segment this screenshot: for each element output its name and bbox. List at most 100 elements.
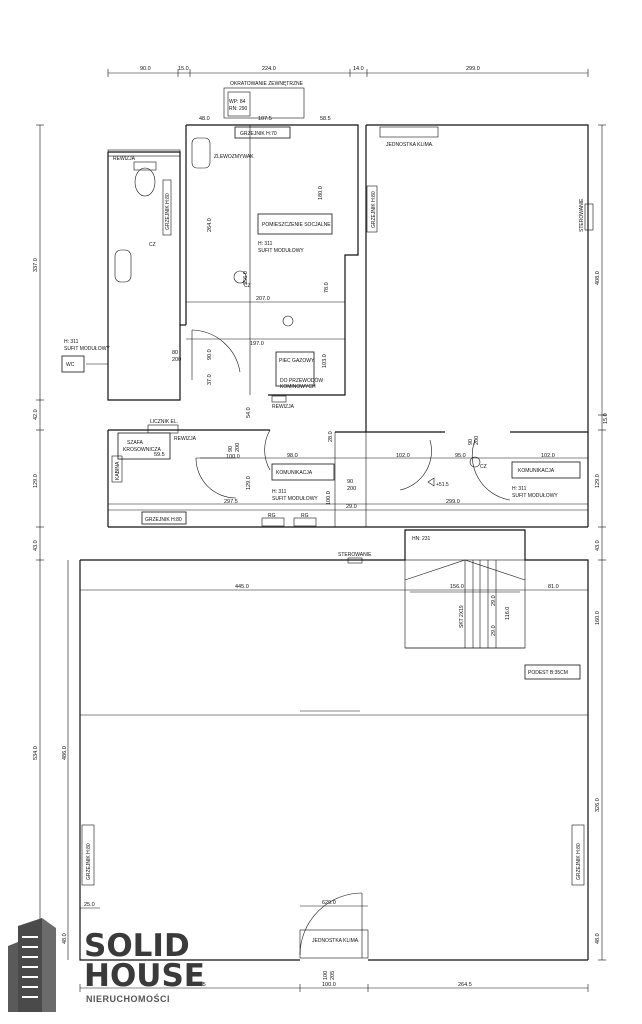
dim-right-3: 129.0 [595,474,601,488]
dim-28: 28.0 [328,431,334,442]
grzejnik-h80-corr-label: GRZEJNIK H:80 [145,517,182,523]
hn-label: HN: 231 [412,536,431,542]
dim-29: 29.0 [346,504,357,510]
logo-subtitle: NIERUCHOMOŚCI [86,994,171,1004]
dim-left-1: 337.0 [33,258,39,272]
upper-walls [107,124,589,528]
h311-b-label: H: 311 [272,489,287,495]
sufit-wc-label: SUFIT MODUŁOWY [64,346,110,352]
rewizja-szafa-label: REWIZJA [174,436,197,442]
stairs-label: SKT 2X19 [459,605,465,628]
kabina-label: KABINA [115,461,121,480]
dim-129: 129.0 [246,476,252,490]
dim-left-4: 43.0 [33,540,39,551]
h311-a-label: H: 311 [258,241,273,247]
dim-205: 205 [330,971,336,980]
rewizja-piec-label: REWIZJA [272,404,295,410]
dim-58-5: 58.5 [320,116,331,122]
okratowanie-label: OKRATOWANIE ZEWNĘTRZNE [230,81,304,87]
rg-a-label: RG [268,513,276,519]
dim-200-x: 200 [474,436,480,445]
dim-right-1: 408.0 [595,271,601,285]
level-label: +51.5 [436,482,449,488]
right-dimension-line: 408.0 15.0 129.0 43.0 160.0 326.0 48.0 [595,124,609,961]
dim-right-5: 160.0 [595,611,601,625]
corridor: LICZNIK EL. SZAFA KROSOWNICZA REWIZJA KA… [108,419,588,527]
logo-word-house: HOUSE [84,958,205,994]
upper-room-labels: JEDNOSTKA KLIMA. REWIZJA ZLEWOZMYWAK GRZ… [61,126,594,418]
dim-top-4: 14.0 [353,66,364,72]
dim-107-5: 107.5 [258,116,272,122]
wp-label: WP: 84 [229,99,246,105]
rn-label: RN: 290 [229,106,248,112]
dim-102a: 102.0 [396,453,410,459]
okratowanie-area: OKRATOWANIE ZEWNĘTRZNE WP: 84 RN: 290 GR… [199,81,331,139]
dim-116: 116.0 [505,607,511,620]
dim-102b: 102.0 [541,453,555,459]
sufit-c-label: SUFIT MODUŁOWY [512,493,558,499]
grzejnik-h80-hall-r-label: GRZEJNIK H:80 [576,843,582,880]
dim-left-2: 42.0 [33,409,39,420]
dim-299: 299.0 [446,499,460,505]
krosownicza-label: KROSOWNICZA [123,447,161,453]
podest-label: PODEST B:35CM [528,670,568,676]
cz-b-label: CZ [244,283,251,289]
komunikacja-a-label: KOMUNIKACJA [276,470,313,476]
dim-25: 25.0 [84,902,95,908]
dim-90: 90.0 [207,349,213,360]
zlewozmywak-label: ZLEWOZMYWAK [214,154,254,160]
dim-629: 629.0 [322,900,336,906]
dim-197: 197.0 [250,341,264,347]
dim-100: 100.0 [226,454,240,460]
dim-59-5: 59.5 [154,452,165,458]
dim-left-6: 486.0 [62,746,68,760]
dim-29c: 29.0 [491,625,497,636]
dim-54: 54.0 [246,407,252,418]
dim-297-5: 297.5 [224,499,238,505]
grzejnik-h70-label: GRZEJNIK H:70 [240,131,277,137]
dim-bottom-3: 264.5 [458,982,472,988]
sterowanie-hall-label: STEROWANIE [338,552,372,558]
dim-100b: 100.0 [326,491,332,505]
dim-207: 207.0 [256,296,270,302]
dim-81: 81.0 [548,584,559,590]
jednostka-klima-top-label: JEDNOSTKA KLIMA. [386,142,434,148]
licznik-el-label: LICZNIK EL. [150,419,178,425]
dim-78: 78.0 [324,282,330,293]
dim-left-7: 48.0 [62,933,68,944]
dim-29b: 29.0 [491,595,497,606]
do-przewodow-label: DO PRZEWODÓW [280,377,323,384]
dim-right-7: 48.0 [595,933,601,944]
szafa-label: SZAFA [127,440,144,446]
dim-100c: 100 [323,971,329,980]
dim-95: 95.0 [455,453,466,459]
dim-top-1: 90.0 [140,66,151,72]
dim-right-2: 15.0 [603,413,609,424]
dim-264: 264.0 [207,218,213,232]
dim-48: 48.0 [199,116,210,122]
cz-c-label: CZ [480,464,487,470]
sufit-a-label: SUFIT MODUŁOWY [258,248,304,254]
dim-200c: 200 [347,486,356,492]
dim-left-5: 534.0 [33,746,39,760]
dim-37: 37.0 [207,374,213,385]
dim-right-4: 43.0 [595,540,601,551]
dim-top-5: 299.0 [466,66,480,72]
grzejnik-h80-hall-l-label: GRZEJNIK H:80 [86,843,92,880]
bottom-dimension-line: 64.5 100.0 264.5 [79,982,589,992]
dim-90c: 90 [347,479,353,485]
dim-103: 103.0 [322,354,328,368]
dim-top-2: 15.0 [178,66,189,72]
top-dimension-line: 90.0 15.0 224.0 14.0 299.0 [107,66,589,77]
dim-left-3: 129.0 [33,474,39,488]
dim-bottom-2: 100.0 [322,982,336,988]
grzejnik-h80-right-label: GRZEJNIK H:80 [371,191,377,228]
dim-right-6: 326.0 [595,798,601,812]
left-dimension-line: 337.0 42.0 129.0 43.0 534.0 486.0 48.0 [33,124,69,961]
dim-bottom-1: 64.5 [195,982,206,988]
grzejnik-h80-wc-label: GRZEJNIK H:80 [165,193,171,230]
jednostka-klima-bottom-label: JEDNOSTKA KLIMA. [312,938,360,944]
komunikacja-b-label: KOMUNIKACJA [518,468,555,474]
logo-word-solid: SOLID [84,928,190,964]
h311-wc-label: H: 311 [64,339,79,345]
